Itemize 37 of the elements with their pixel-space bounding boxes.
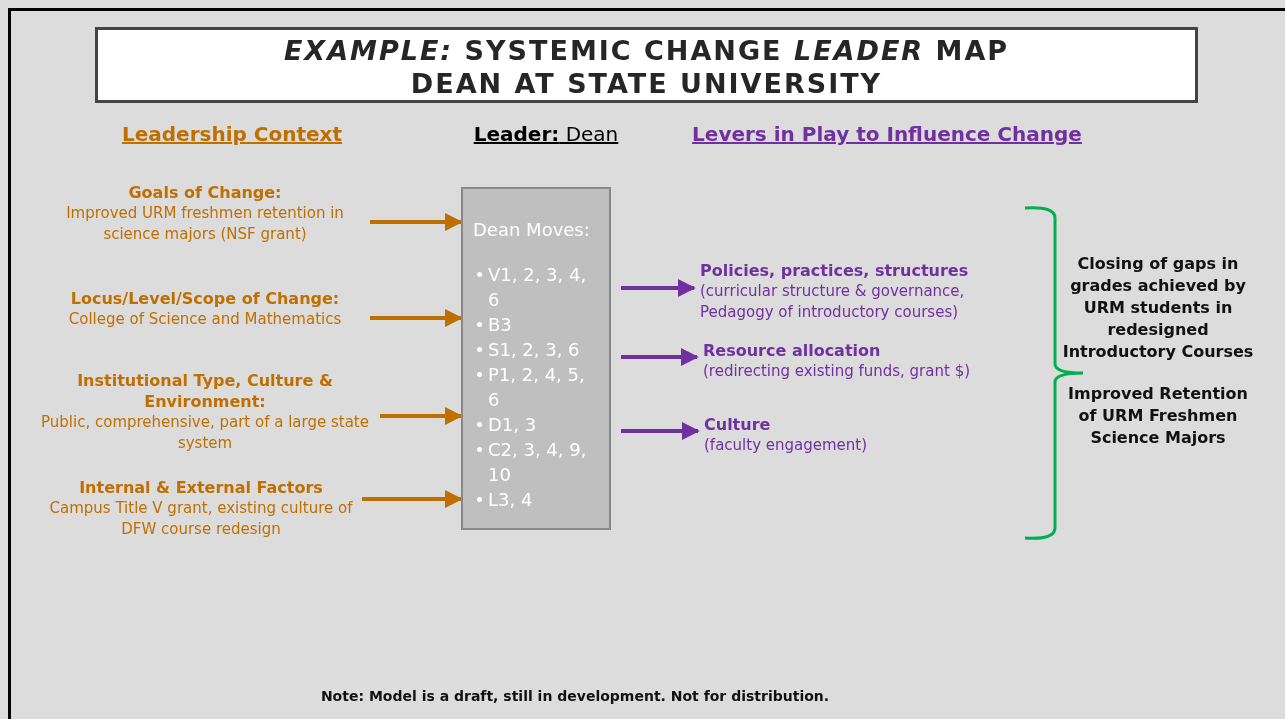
outcome-text: Improved Retention of URM Freshmen Science Majors (1067, 383, 1249, 449)
context-description: Improved URM freshmen retention in science majors (NSF grant) (65, 203, 345, 245)
section-heading: Levers in Play to Influence Change (692, 122, 1082, 146)
lever-heading: Culture (704, 414, 772, 435)
arrow (362, 490, 463, 508)
section-heading: Leader: Dean (473, 122, 619, 146)
move-item: V1, 2, 3, 4, 6 (488, 263, 588, 312)
lever-heading: Policies, practices, structures (700, 260, 970, 281)
context-heading: Institutional Type, Culture & Environment: (76, 370, 334, 412)
lever-description: (faculty engagement) (704, 435, 869, 456)
arrow (370, 309, 463, 327)
context-description: Public, comprehensive, part of a large state system (40, 412, 370, 454)
move-item: C2, 3, 4, 9, 10 (488, 438, 588, 487)
section-heading: Leadership Context (121, 122, 343, 146)
context-description: Campus Title V grant, existing culture of DFW course redesign (48, 498, 354, 540)
arrow (621, 348, 699, 366)
move-item: P1, 2, 4, 5, 6 (488, 363, 586, 412)
arrow (380, 407, 463, 425)
context-heading: Internal & External Factors (78, 477, 324, 498)
lever-description: (curricular structure & governance, Pedagogy of introductory courses) (700, 281, 966, 323)
outcome-text: Closing of gaps in grades achieved by URM students in redesigned Introductory Courses (1061, 253, 1255, 363)
note-text: Note: Model is a draft, still in development. Not for distribution. (320, 688, 830, 704)
move-item: L3, 4 (488, 488, 533, 512)
diagram-title: EXAMPLE: SYSTEMIC CHANGE LEADER MAP DEAN AT STATE UNIVERSITY (282, 34, 1011, 100)
box-heading: Dean Moves: (473, 219, 591, 240)
context-description: College of Science and Mathematics (67, 309, 343, 330)
arrow (621, 279, 696, 297)
arrow (621, 422, 700, 440)
move-item: S1, 2, 3, 6 (488, 338, 580, 362)
context-heading: Locus/Level/Scope of Change: (69, 288, 341, 309)
context-heading: Goals of Change: (127, 182, 283, 203)
move-item: B3 (488, 313, 512, 337)
lever-description: (redirecting existing funds, grant $) (703, 361, 972, 382)
arrow (370, 213, 463, 231)
moves-box (461, 187, 611, 530)
lever-heading: Resource allocation (703, 340, 882, 361)
move-item: D1, 3 (488, 413, 537, 437)
